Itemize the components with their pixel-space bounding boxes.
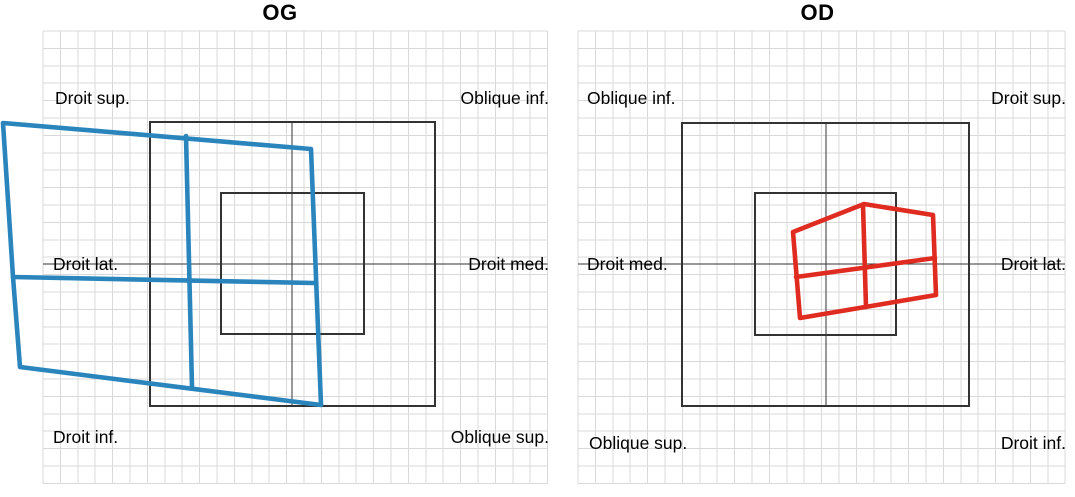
od-label-bottom-left: Oblique sup. [589,433,688,453]
grid-od [577,30,1066,484]
panel-od-title: OD [800,0,835,25]
panel-og-plot [0,30,549,484]
og-label-top-right: Oblique inf. [460,88,549,108]
trace-cross-vertical [860,202,869,310]
panel-og: OG [262,0,298,25]
od-label-top-right: Droit sup. [991,88,1066,108]
od-label-mid-left: Droit med. [587,254,668,274]
og-label-mid-right: Droit med. [468,254,549,274]
og-label-mid-left: Droit lat. [53,254,119,274]
trace-cross-vertical [183,133,195,390]
trace-outline [790,201,939,321]
od-label-top-left: Oblique inf. [587,88,676,108]
panel-od: OD [560,0,1075,497]
od-label-bottom-right: Droit inf. [1000,433,1066,453]
panel-og-title: OG [262,0,298,25]
og-label-top-left: Droit sup. [55,88,130,108]
og-label-bottom-left: Droit inf. [53,427,119,447]
og-label-bottom-right: Oblique sup. [450,427,549,447]
trace-og [0,120,324,408]
trace-od [790,201,939,321]
grid-og [42,30,549,484]
trace-outline [0,120,324,408]
trace-cross-horizontal [793,255,938,280]
trace-cross-horizontal [10,274,317,286]
od-label-mid-right: Droit lat. [1000,254,1066,274]
panel-od-plot [577,30,1066,484]
